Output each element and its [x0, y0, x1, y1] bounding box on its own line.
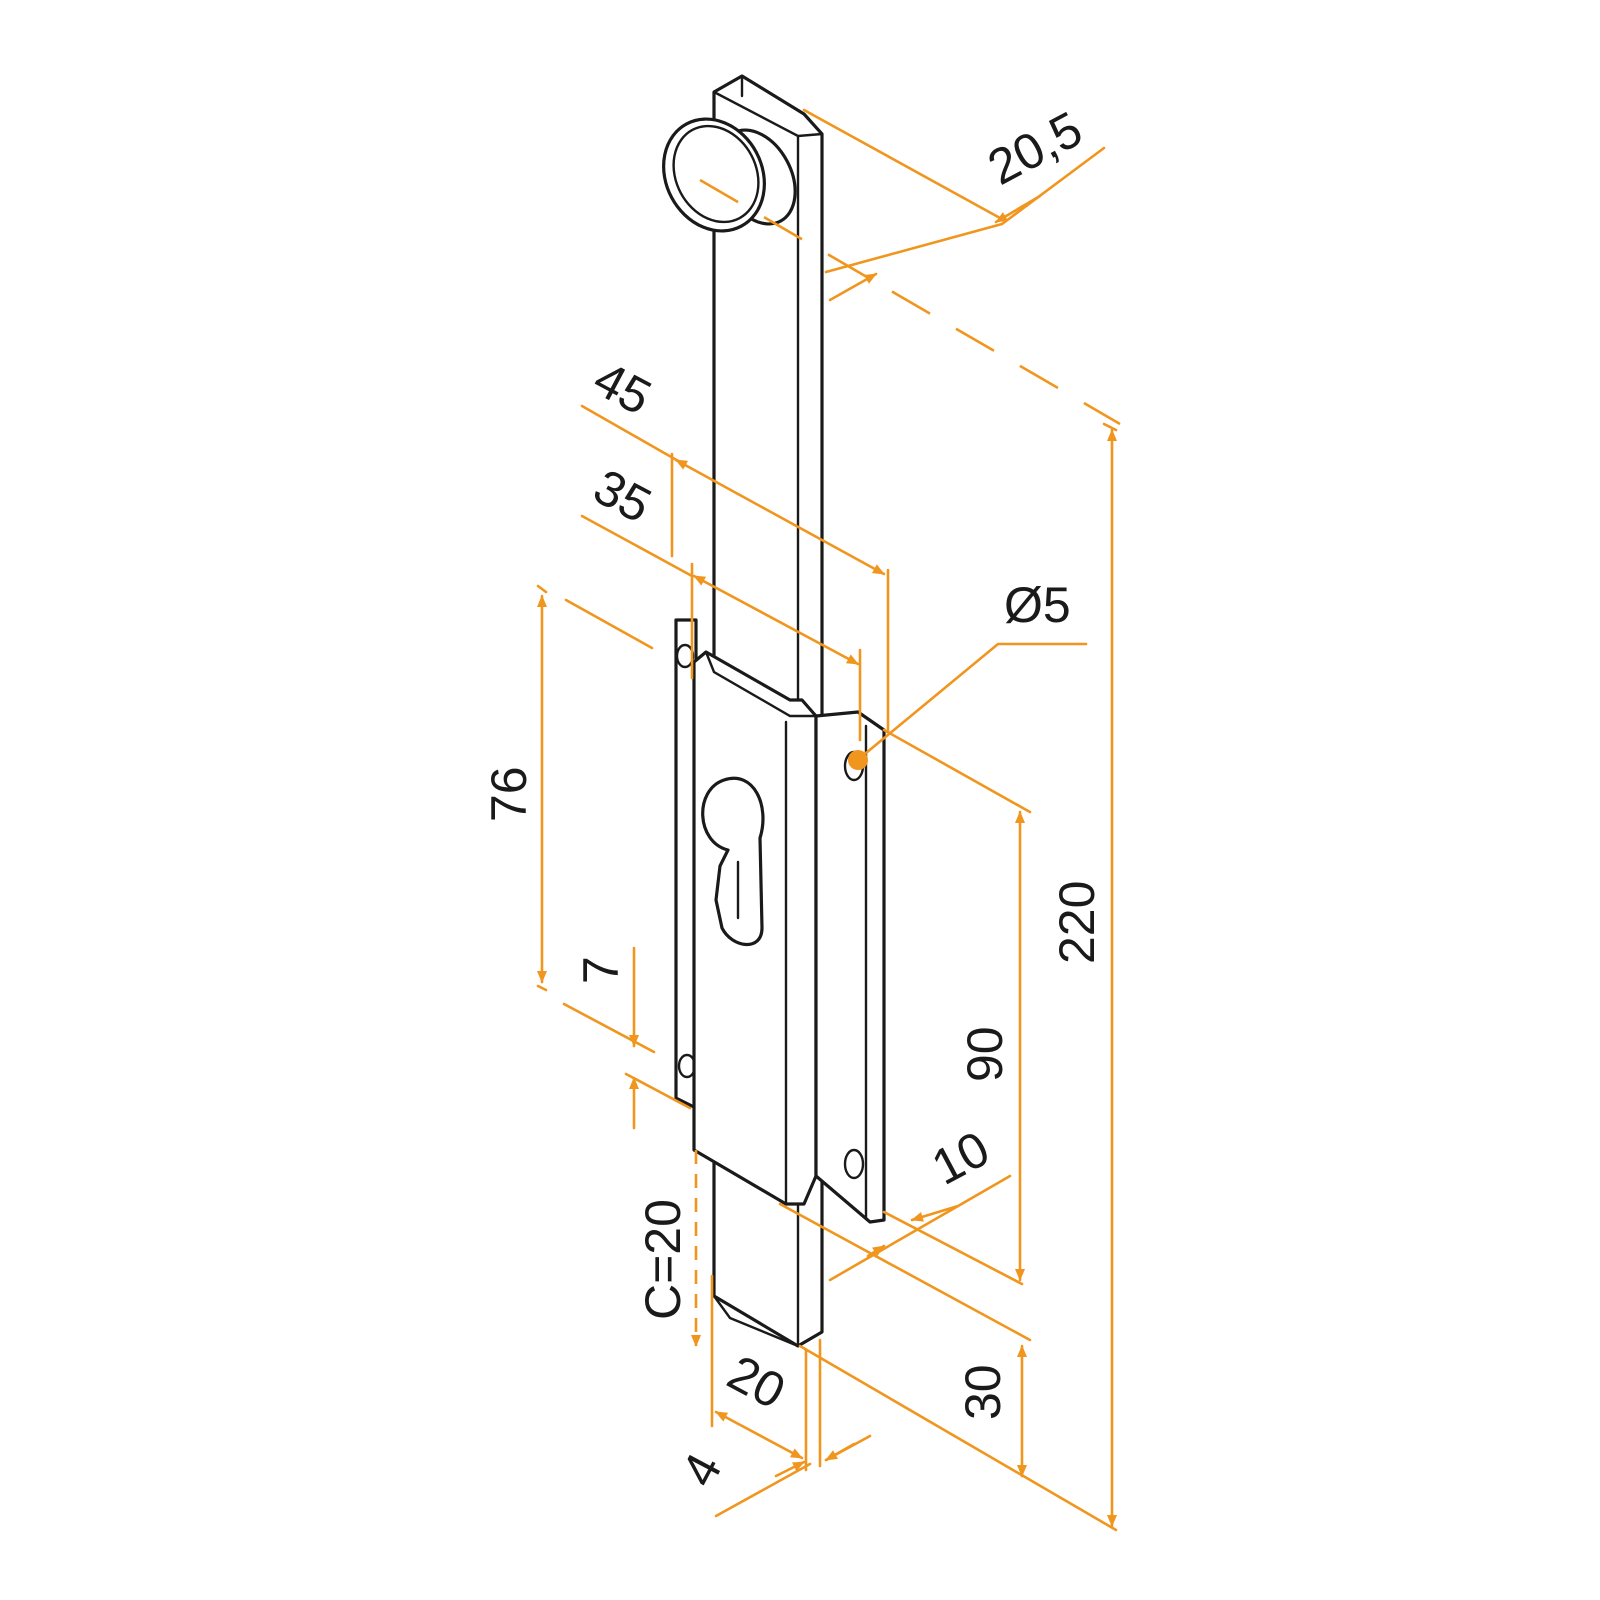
screw-hole-bottom-right [843, 1148, 865, 1180]
label-height-30: 30 [955, 1364, 1011, 1420]
label-total-length: 220 [1049, 881, 1105, 964]
label-width-20: 20 [719, 1344, 794, 1420]
sliding-bolt-part [662, 74, 886, 1348]
label-height-90: 90 [957, 1026, 1013, 1082]
knob [662, 117, 797, 233]
label-offset-10: 10 [923, 1120, 998, 1196]
label-offset-7: 7 [573, 956, 629, 984]
label-c-value: C=20 [635, 1199, 691, 1320]
dimensions [536, 108, 1121, 1532]
side-flange [814, 710, 886, 1224]
label-thickness-4: 4 [670, 1444, 733, 1495]
keyhole [701, 776, 765, 947]
label-bolt-thickness: 20,5 [979, 101, 1091, 196]
label-hole-diameter: Ø5 [1004, 577, 1071, 633]
label-height-76: 76 [481, 766, 537, 822]
